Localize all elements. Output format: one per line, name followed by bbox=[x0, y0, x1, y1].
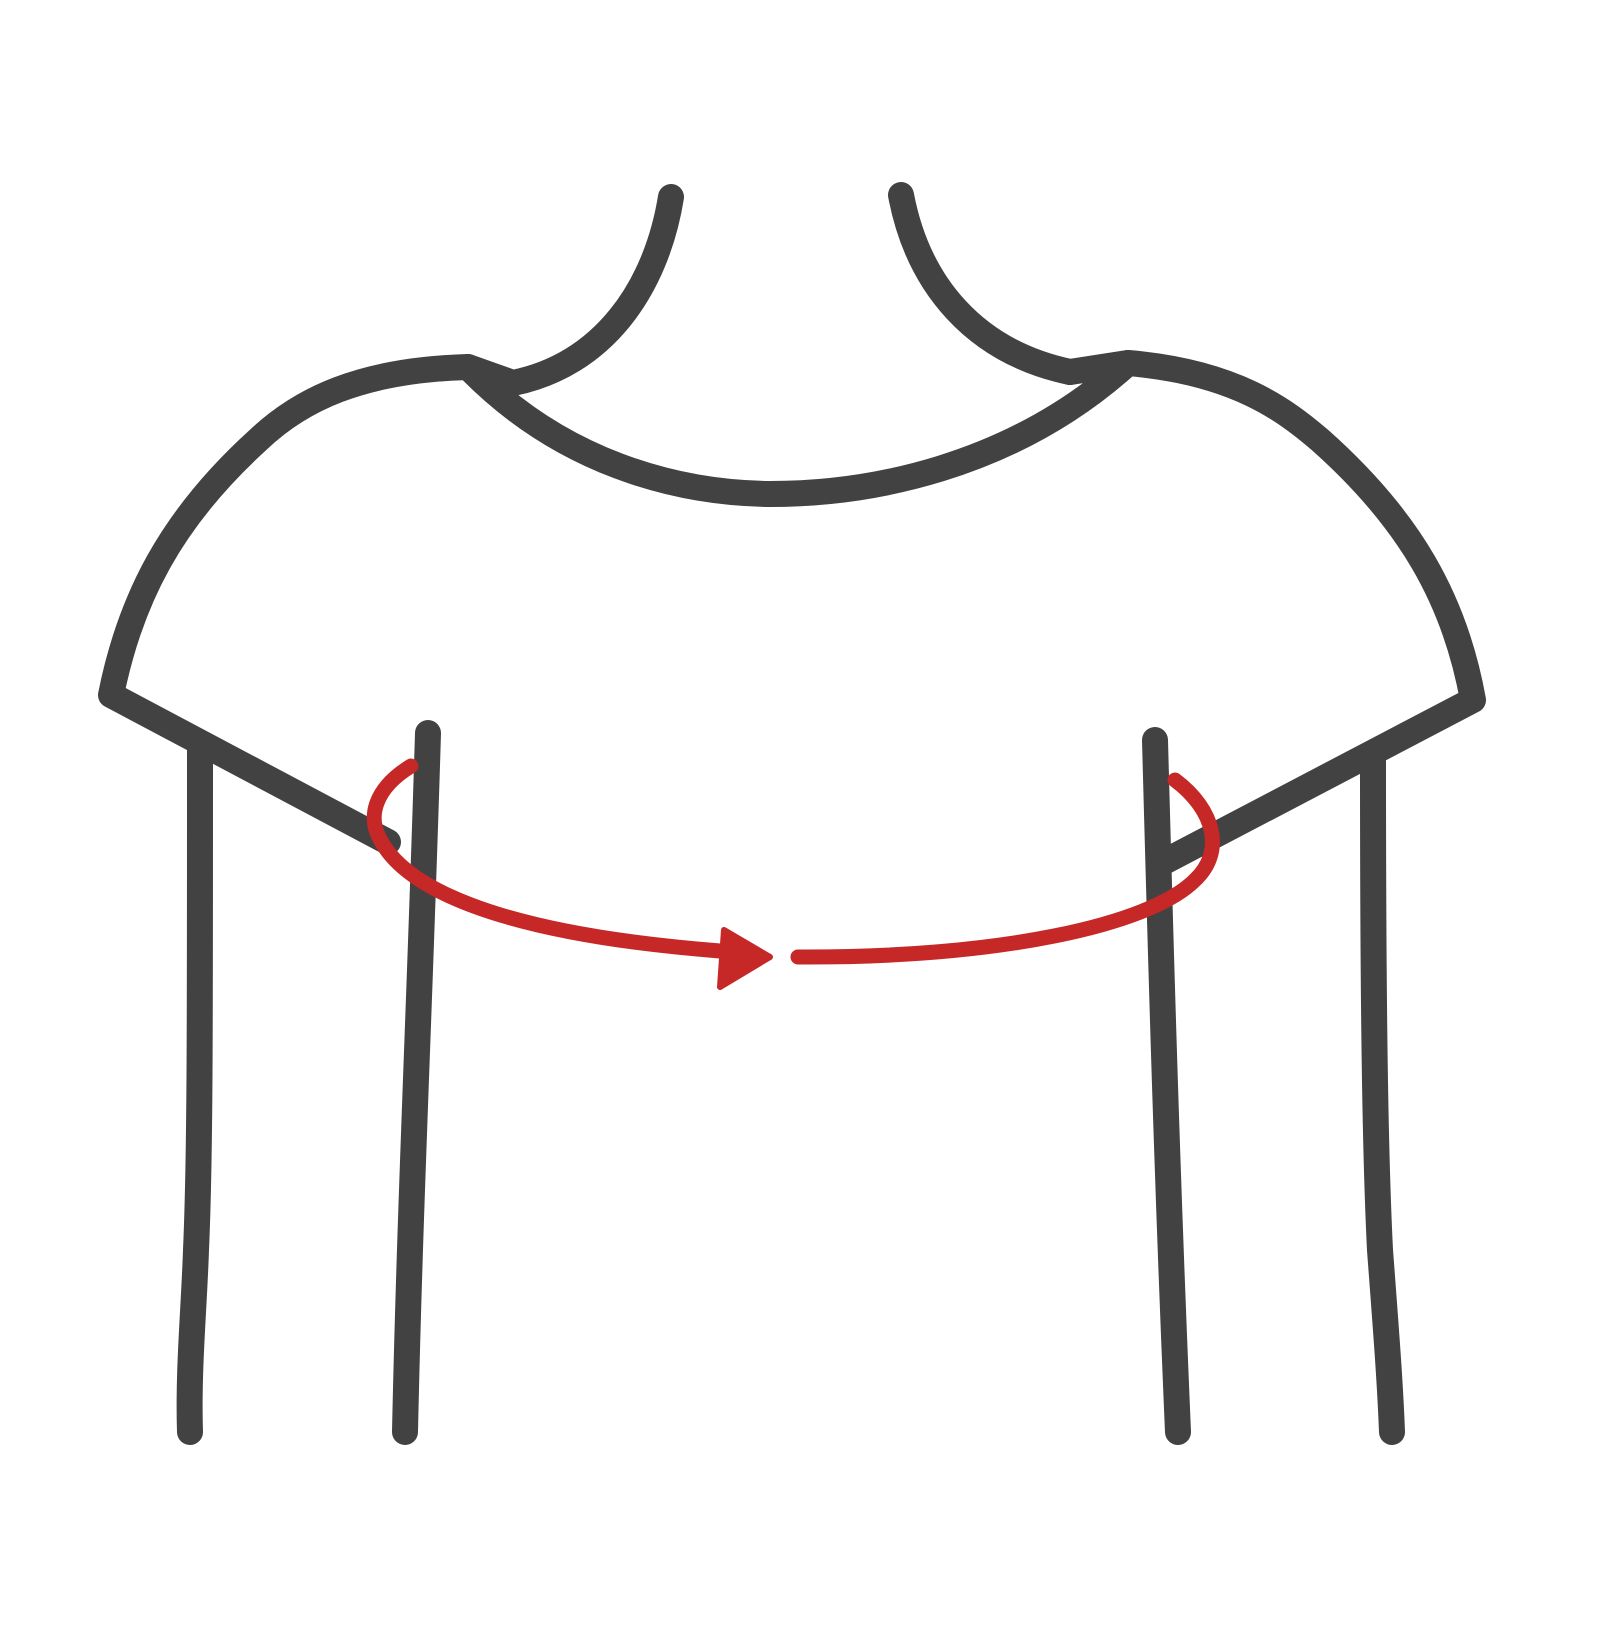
torso-left-side bbox=[392, 720, 441, 1445]
chest-measurement-line bbox=[366, 758, 1220, 965]
neckline-curve bbox=[455, 350, 1141, 507]
torso-right-side bbox=[1142, 727, 1191, 1445]
left-arm-outer bbox=[176, 737, 213, 1445]
shirt-outline bbox=[98, 350, 1486, 876]
neck-left-line bbox=[500, 184, 684, 396]
right-arm-outer bbox=[1360, 745, 1405, 1445]
measurement-arrowhead bbox=[717, 927, 773, 990]
neck-right-line bbox=[888, 182, 1083, 385]
